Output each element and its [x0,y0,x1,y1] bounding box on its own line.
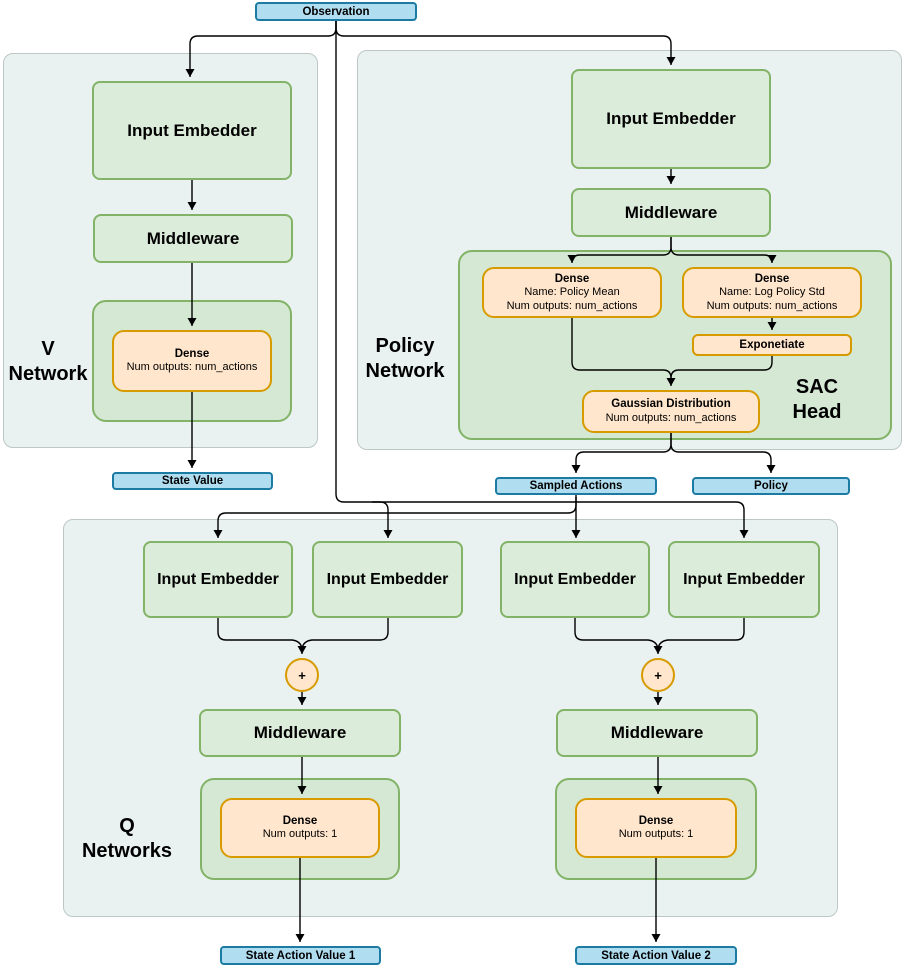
q2-input-embedder-2-node: Input Embedder [668,541,820,618]
gaussian-distribution-node: Gaussian Distribution Num outputs: num_a… [582,390,760,433]
sampled-actions-node: Sampled Actions [495,477,657,495]
dense-log-policy-std-node: Dense Name: Log Policy Std Num outputs: … [682,267,862,318]
v-middleware-node: Middleware [93,214,293,263]
v-input-embedder-node: Input Embedder [92,81,292,180]
q1-middleware-node: Middleware [199,709,401,757]
state-action-value-1-node: State Action Value 1 [220,946,381,965]
q1-input-embedder-1-node: Input Embedder [143,541,293,618]
v-dense-outputs: Num outputs: num_actions [126,361,258,374]
q-networks-title: Q Networks [81,815,173,862]
policy-network-title: Policy Network [365,335,445,382]
policy-output-node: Policy [692,477,850,495]
q2-input-embedder-1-node: Input Embedder [500,541,650,618]
v-dense-node: Dense Num outputs: num_actions [112,330,272,392]
observation-label: Observation [302,5,370,18]
sac-head-title: SAC Head [792,376,842,423]
dense-policy-mean-node: Dense Name: Policy Mean Num outputs: num… [482,267,662,318]
q2-dense-node: Dense Num outputs: 1 [575,798,737,858]
policy-input-embedder-node: Input Embedder [571,69,771,169]
observation-node: Observation [255,2,417,21]
q2-middleware-node: Middleware [556,709,758,757]
q1-dense-node: Dense Num outputs: 1 [220,798,380,858]
v-dense-title: Dense [174,347,210,360]
q1-sum-node: + [285,658,319,692]
exponentiate-node: Exponetiate [692,334,852,356]
state-value-node: State Value [112,472,273,490]
q2-sum-node: + [641,658,675,692]
q1-input-embedder-2-node: Input Embedder [312,541,463,618]
state-action-value-2-node: State Action Value 2 [575,946,737,965]
v-network-title: V Network [8,338,88,385]
policy-middleware-node: Middleware [571,188,771,237]
